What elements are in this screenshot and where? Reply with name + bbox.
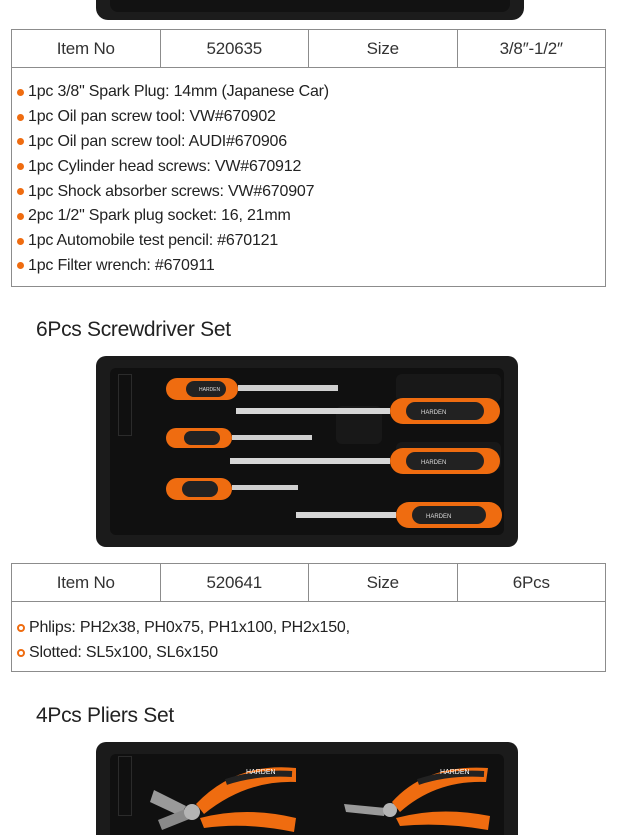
bullet-dot-icon: [17, 113, 24, 121]
item-no-label: Item No: [12, 30, 161, 67]
size-value: 6Pcs: [512, 572, 550, 592]
spec-header-row: Item No 520635 Size 3/8″-1/2″: [12, 30, 605, 68]
list-item: Slotted: SL5x100, SL6x150: [14, 641, 605, 666]
bullet-dot-icon: [17, 88, 24, 96]
list-item: Phlips: PH2x38, PH0x75, PH1x100, PH2x150…: [14, 616, 605, 641]
bullet-dot-icon: [17, 138, 24, 146]
list-item: 1pc Oil pan screw tool: VW#670902: [14, 105, 605, 130]
item-no-value: 520641: [161, 564, 309, 601]
slotted-bullet-icon: [17, 649, 25, 658]
pliers-set-title: 4Pcs Pliers Set: [36, 704, 174, 727]
list-item: 2pc 1/2" Spark plug socket: 16, 21mm: [14, 204, 605, 229]
screwdriver-illustration: HARDEN HARDEN HARDEN H: [166, 378, 502, 528]
size-label: Size: [309, 564, 458, 601]
bullet-dot-icon: [17, 188, 24, 196]
list-item: 1pc Oil pan screw tool: AUDI#670906: [14, 130, 605, 155]
pliers-tray-image: HARDEN HARDEN: [96, 742, 518, 835]
size-label: Size: [309, 30, 458, 67]
bullet-dot-icon: [17, 212, 24, 220]
spec-header-row: Item No 520641 Size 6Pcs: [12, 564, 605, 602]
list-item: 1pc Cylinder head screws: VW#670912: [14, 154, 605, 179]
screwdriver-tray-image: HARDEN HARDEN HARDEN H: [96, 356, 518, 547]
screwdriver-set-title: 6Pcs Screwdriver Set: [36, 318, 231, 341]
list-item: 1pc Automobile test pencil: #670121: [14, 229, 605, 254]
size-value: 3/8″-1/2″: [499, 38, 563, 58]
spec-item-list: 1pc 3/8" Spark Plug: 14mm (Japanese Car)…: [12, 68, 605, 288]
spec-table-520641: Item No 520641 Size 6Pcs Phlips: PH2x38,…: [11, 563, 606, 672]
phillips-bullet-icon: [17, 624, 25, 633]
list-item: 1pc Filter wrench: #670911: [14, 254, 605, 279]
spec-item-list: Phlips: PH2x38, PH0x75, PH1x100, PH2x150…: [12, 602, 605, 676]
handle-brand-text: HARDEN: [421, 460, 446, 466]
previous-tray-image: [96, 0, 524, 20]
list-item: 1pc 3/8" Spark Plug: 14mm (Japanese Car): [14, 80, 605, 105]
spec-table-520635: Item No 520635 Size 3/8″-1/2″ 1pc 3/8" S…: [11, 29, 606, 287]
handle-brand-text: HARDEN: [426, 514, 451, 520]
handle-brand-text: HARDEN: [421, 410, 446, 416]
bullet-dot-icon: [17, 237, 24, 245]
bullet-dot-icon: [17, 163, 24, 171]
list-item: 1pc Shock absorber screws: VW#670907: [14, 179, 605, 204]
item-no-label: Item No: [12, 564, 161, 601]
handle-brand-text: HARDEN: [440, 769, 470, 776]
handle-brand-text: HARDEN: [246, 769, 276, 776]
handle-brand-text: HARDEN: [199, 387, 221, 393]
item-no-value: 520635: [161, 30, 309, 67]
pliers-illustration: HARDEN HARDEN: [150, 767, 490, 832]
bullet-dot-icon: [17, 262, 24, 270]
